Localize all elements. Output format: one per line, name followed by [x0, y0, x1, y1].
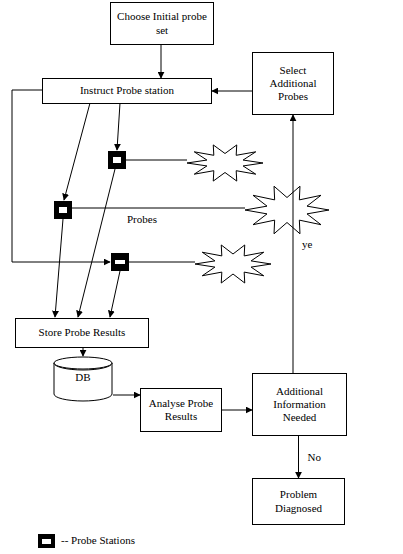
flow-arrow	[298, 436, 299, 478]
legend-text: -- Probe Stations	[60, 534, 136, 547]
database-cylinder: DB	[53, 356, 113, 402]
edge-label: No	[307, 451, 322, 464]
node-text: Additional Information Needed	[253, 383, 346, 427]
probe-line	[126, 160, 187, 161]
probe-station	[59, 207, 67, 213]
network-burst	[187, 145, 263, 181]
probe-station	[115, 260, 125, 264]
process-box: Additional Information Needed	[252, 373, 347, 436]
node-text: Problem Diagnosed	[253, 486, 344, 516]
flow-arrow	[212, 91, 252, 92]
result-line	[78, 169, 115, 317]
probe-line	[12, 90, 110, 262]
process-box: Analyse Probe Results	[140, 388, 222, 432]
process-box: Instruct Probe station	[42, 78, 212, 104]
process-box: Choose Initial probe set	[110, 2, 214, 45]
result-line	[55, 219, 63, 317]
probe-station	[54, 201, 72, 219]
process-box: Store Probe Results	[15, 318, 149, 348]
legend-swatch	[38, 534, 55, 548]
probe-station	[111, 253, 129, 271]
flow-arrow	[83, 348, 84, 356]
probe-line	[129, 262, 195, 263]
probe-station	[108, 151, 126, 169]
process-box: Problem Diagnosed	[252, 478, 345, 525]
node-text: Store Probe Results	[35, 324, 130, 341]
flow-arrow	[113, 395, 140, 396]
node-text: DB	[71, 356, 94, 386]
probe-line	[117, 103, 120, 150]
cylinder-top	[54, 357, 112, 369]
legend-swatch	[42, 539, 51, 544]
node-text: Select Additional Probes	[253, 62, 333, 106]
probe-line	[72, 208, 245, 209]
node-text: Instruct Probe station	[76, 82, 178, 99]
probe-line	[64, 103, 90, 200]
network-burst	[245, 186, 329, 234]
node-text: Choose Initial probe set	[111, 8, 213, 38]
flow-arrow	[161, 45, 162, 78]
annotation-label: Probes	[126, 213, 158, 226]
flow-arrow	[293, 115, 294, 373]
result-line	[110, 271, 120, 317]
probe-station	[113, 157, 121, 163]
network-burst	[195, 245, 271, 283]
edge-label: ye	[301, 238, 313, 251]
flow-arrow	[222, 410, 252, 411]
process-box: Select Additional Probes	[252, 52, 334, 115]
node-text: Analyse Probe Results	[141, 395, 221, 425]
